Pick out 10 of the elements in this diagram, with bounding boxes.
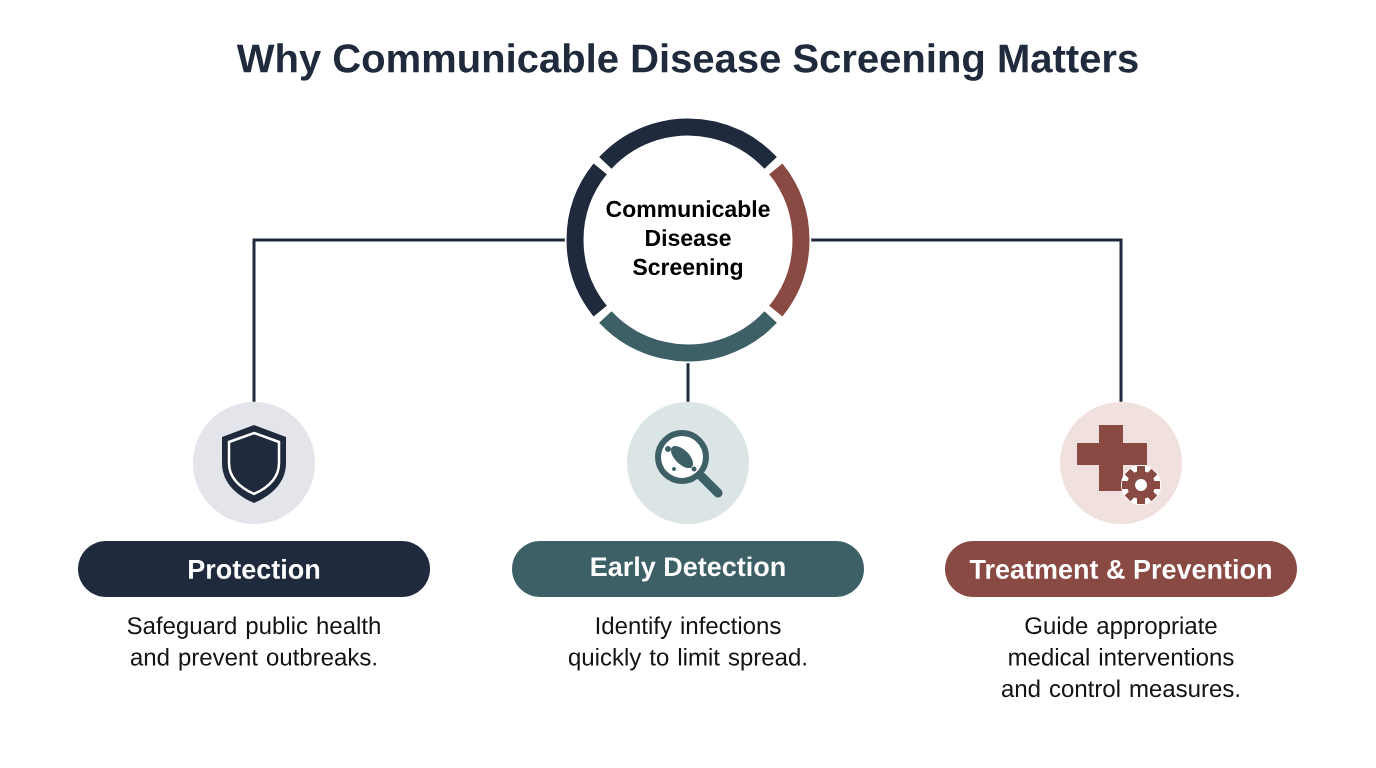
title-pill: Early Detection	[512, 541, 864, 597]
description-text: Guide appropriate medical interventions and control measures.	[1001, 616, 1239, 698]
connector-line	[252, 238, 565, 402]
description-text: Identify infections quickly to limit spread.	[568, 616, 806, 671]
connector-line	[811, 238, 1123, 402]
description-text: Safeguard public health and prevent outbreaks.	[127, 616, 380, 671]
title-pill: Protection	[78, 541, 430, 597]
title-pill: Treatment & Prevention	[945, 541, 1297, 597]
connector-line	[686, 363, 690, 402]
title: Why Communicable Disease Screening Matters	[236, 43, 1138, 81]
